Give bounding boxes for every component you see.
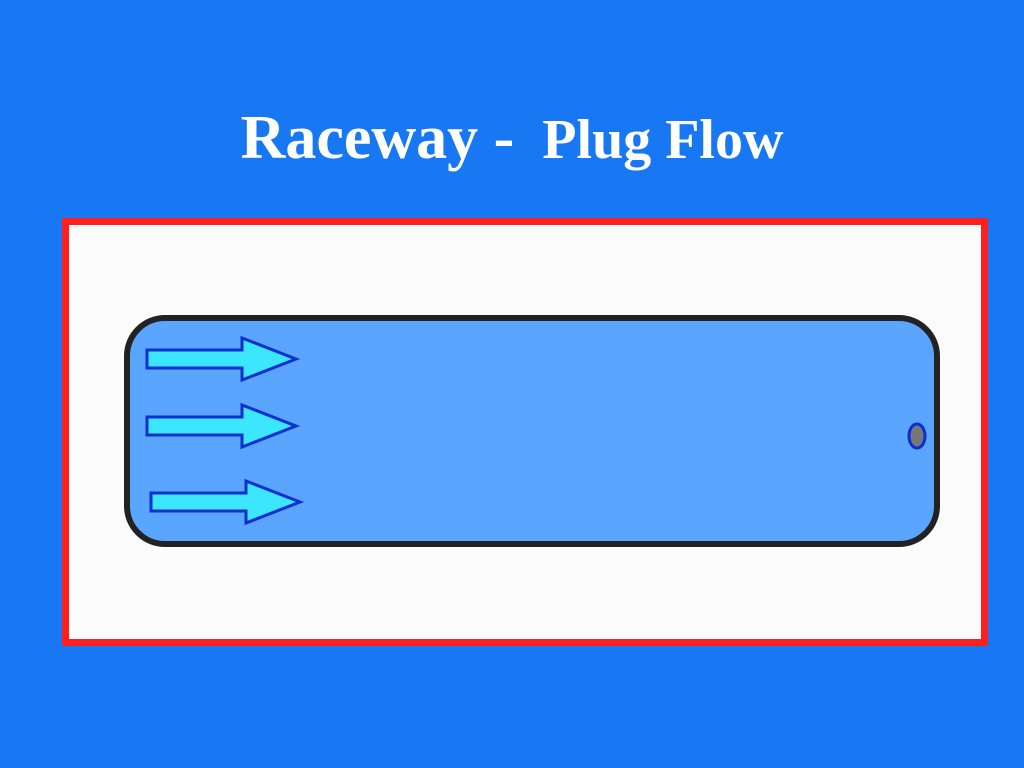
title-subtitle-text: Plug Flow bbox=[542, 109, 784, 171]
diagram-frame bbox=[62, 218, 988, 646]
title-main-text: Raceway - bbox=[240, 104, 515, 172]
title: Raceway - Plug Flow bbox=[0, 98, 1024, 178]
